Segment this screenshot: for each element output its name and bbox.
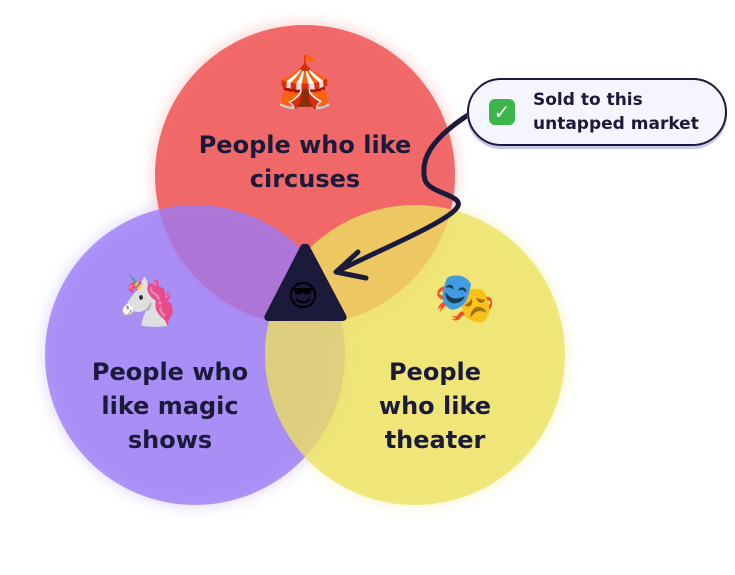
center-triangle: [264, 243, 347, 321]
theater-masks-icon: 🎭: [433, 269, 497, 327]
callout-line-1: Sold to this: [533, 90, 643, 110]
check-mark-icon: ✓: [489, 99, 515, 125]
unicorn-icon: 🦄: [116, 271, 180, 329]
callout-text: Sold to this untapped market: [533, 88, 699, 136]
callout-line-2: untapped market: [533, 114, 699, 134]
circus-tent-icon: 🎪: [273, 53, 337, 111]
sunglasses-face-icon: 😎: [287, 279, 319, 314]
circle-magic-shows: [45, 205, 345, 505]
callout-arrow: [337, 112, 471, 273]
callout-bubble: ✓ Sold to this untapped market: [467, 78, 727, 146]
arrow-head: [333, 249, 369, 281]
label-circuses: People who like circuses: [198, 131, 412, 193]
label-theater: People who like theater: [378, 358, 492, 454]
circle-theater: [265, 205, 565, 505]
label-magic-shows: People who like magic shows: [91, 358, 249, 454]
